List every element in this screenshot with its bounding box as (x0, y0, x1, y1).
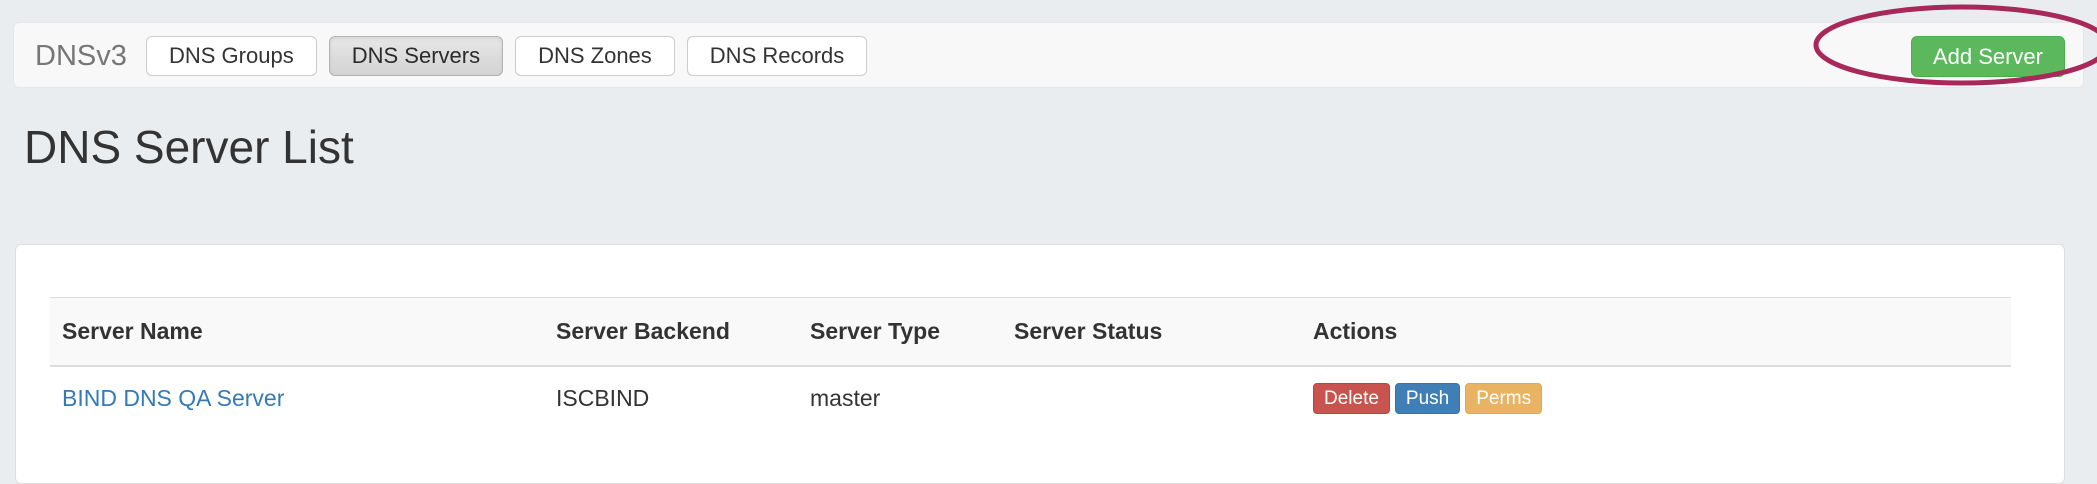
column-header-server-status: Server Status (1002, 297, 1301, 367)
cell-server-name: BIND DNS QA Server (50, 366, 544, 430)
tab-dns-groups[interactable]: DNS Groups (146, 36, 317, 76)
table-header-row: Server Name Server Backend Server Type S… (50, 297, 2011, 367)
column-header-actions: Actions (1301, 297, 2011, 367)
add-server-button[interactable]: Add Server (1910, 36, 2065, 77)
cell-actions: Delete Push Perms (1301, 366, 2011, 430)
dns-server-table: Server Name Server Backend Server Type S… (50, 297, 2011, 430)
server-name-link[interactable]: BIND DNS QA Server (62, 385, 285, 411)
push-button[interactable]: Push (1394, 383, 1461, 414)
tab-dns-servers[interactable]: DNS Servers (328, 36, 504, 76)
column-header-server-backend: Server Backend (544, 297, 798, 367)
action-button-group: Delete Push Perms (1313, 383, 1999, 414)
brand-logo[interactable]: DNSv3 (35, 40, 127, 72)
column-header-server-name: Server Name (50, 297, 544, 367)
cell-server-type: master (810, 385, 881, 411)
tab-dns-records[interactable]: DNS Records (686, 36, 868, 76)
cell-server-backend: ISCBIND (556, 385, 650, 411)
perms-button[interactable]: Perms (1465, 383, 1543, 414)
tab-dns-zones[interactable]: DNS Zones (515, 36, 675, 76)
nav-tab-group: DNS Groups DNS Servers DNS Zones DNS Rec… (146, 36, 868, 76)
top-navbar: DNSv3 DNS Groups DNS Servers DNS Zones D… (13, 22, 2084, 88)
table-body: BIND DNS QA Server ISCBIND master Delete… (50, 366, 2011, 430)
table-row: BIND DNS QA Server ISCBIND master Delete… (50, 366, 2011, 430)
table-head: Server Name Server Backend Server Type S… (50, 297, 2011, 367)
cell-server-status (1002, 366, 1301, 430)
page-title: DNS Server List (24, 121, 354, 173)
delete-button[interactable]: Delete (1313, 383, 1390, 414)
column-header-server-type: Server Type (798, 297, 1002, 367)
